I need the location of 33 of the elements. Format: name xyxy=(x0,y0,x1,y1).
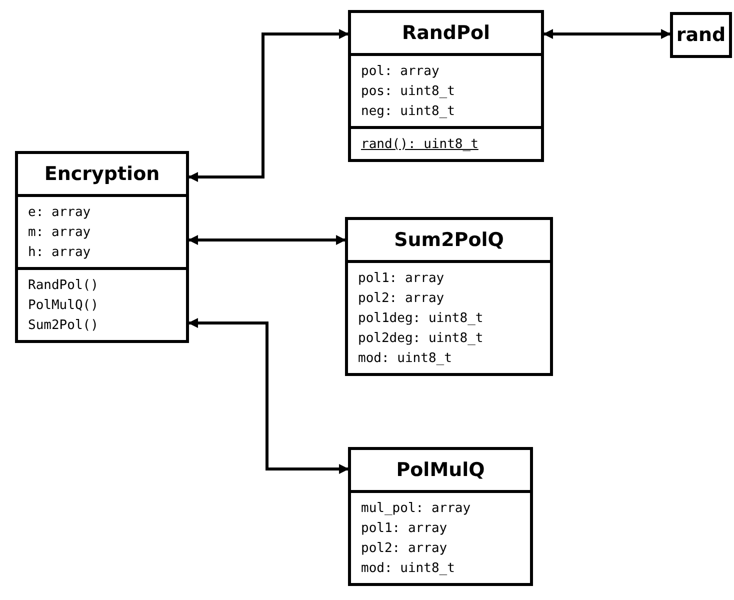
attribute-text: pol2: array xyxy=(361,540,448,558)
attribute-text: pol: array xyxy=(361,63,440,81)
attribute-text: pol1: array xyxy=(358,270,444,288)
attribute-text: h: array xyxy=(28,244,91,262)
attribute-text: mul_pol: array xyxy=(361,500,471,518)
attribute-text: neg: uint8_t xyxy=(361,103,455,121)
method-text: Sum2Pol() xyxy=(28,317,98,335)
attribute-text: mod: uint8_t xyxy=(361,560,455,578)
class-name: Encryption xyxy=(44,162,160,187)
attribute-text: mod: uint8_t xyxy=(358,350,452,368)
class-box xyxy=(670,12,732,58)
method-text: RandPol() xyxy=(28,277,98,295)
attribute-text: pol1deg: uint8_t xyxy=(358,310,484,328)
attribute-text: e: array xyxy=(28,204,91,222)
class-box xyxy=(348,447,533,586)
class-name: PolMulQ xyxy=(396,458,485,483)
arrow xyxy=(188,29,349,182)
method-text: rand(): uint8_t xyxy=(361,136,478,154)
method-text: PolMulQ() xyxy=(28,297,98,315)
class-box xyxy=(15,151,189,343)
attribute-text: m: array xyxy=(28,224,91,242)
attribute-text: pol2: array xyxy=(358,290,444,308)
class-name: Sum2PolQ xyxy=(394,228,504,253)
class-name: RandPol xyxy=(402,21,490,46)
attribute-text: pol2deg: uint8_t xyxy=(358,330,484,348)
attribute-text: pol1: array xyxy=(361,520,448,538)
class-box xyxy=(345,217,553,376)
arrow xyxy=(188,235,346,245)
attribute-text: pos: uint8_t xyxy=(361,83,455,101)
class-box xyxy=(348,10,544,162)
arrow xyxy=(543,29,671,39)
arrow xyxy=(188,318,349,474)
class-name: rand xyxy=(676,23,726,48)
